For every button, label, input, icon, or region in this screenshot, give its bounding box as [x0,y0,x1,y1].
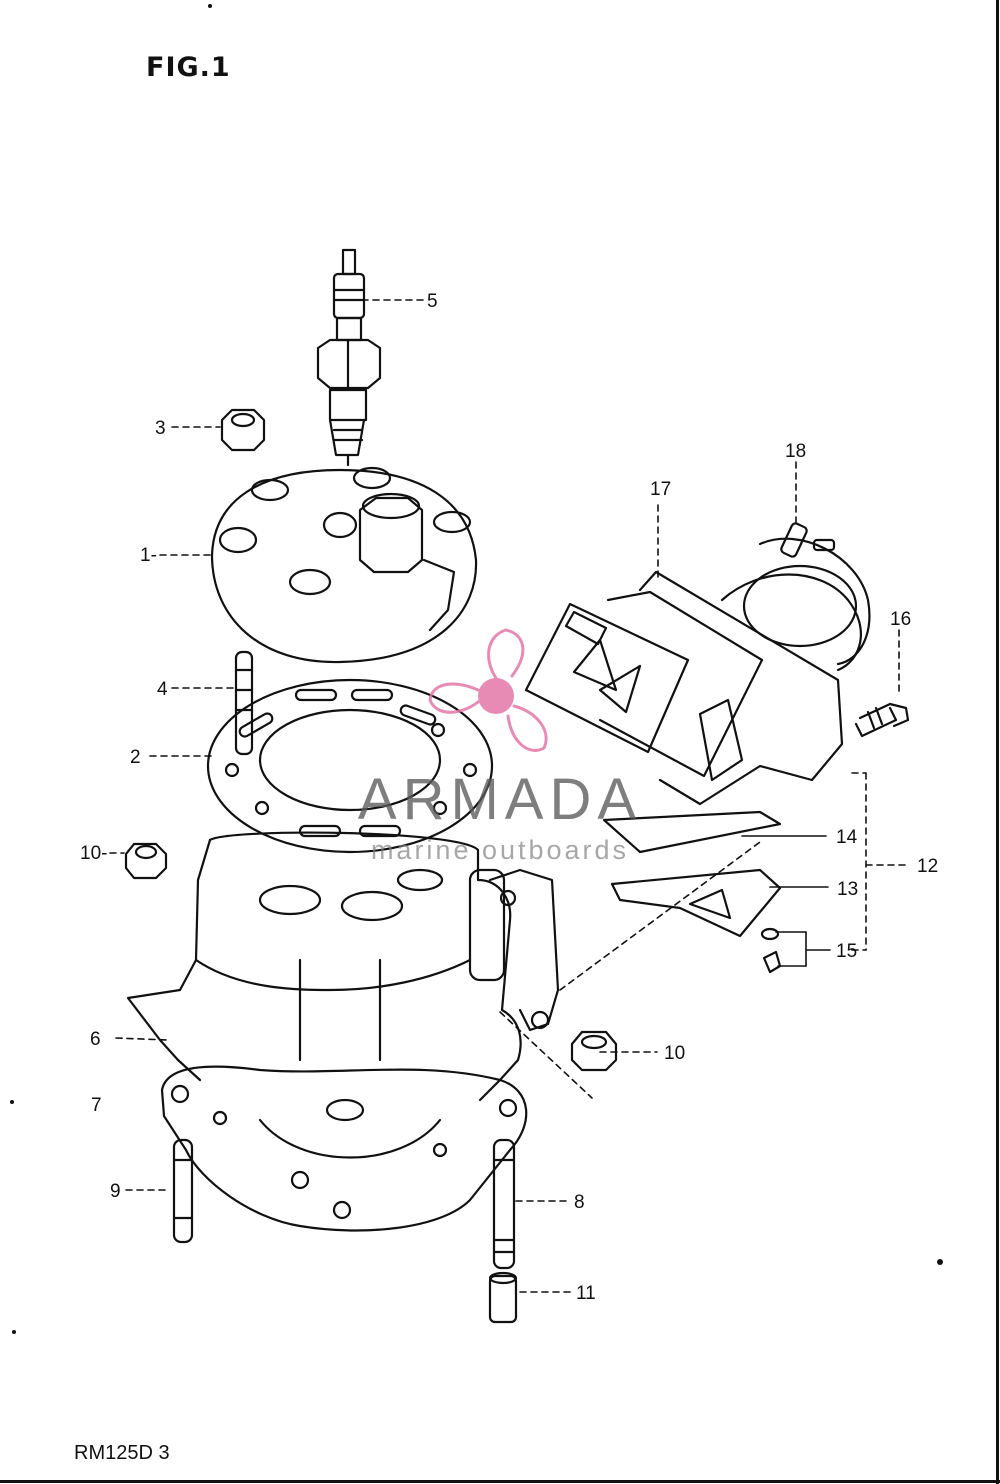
callout-7: 7 [91,1095,102,1116]
callout-1: 1- [140,545,157,566]
figure-title: FIG.1 [146,52,231,83]
callout-10-right: 10 [664,1043,686,1064]
reed-valve-assembly [524,570,844,938]
leader-lines [109,299,911,1293]
frame-border-bottom [0,1480,1000,1483]
callout-4: 4 [157,679,168,700]
callout-5: 5 [427,291,438,312]
screws-15 [760,927,782,974]
callout-9: 9 [110,1181,121,1202]
model-code: RM125D 3 [74,1442,170,1464]
stud-8 [492,1138,516,1270]
spark-plug [316,248,382,467]
nut-10-left [124,842,168,880]
dowel-11 [488,1271,518,1324]
callout-16: 16 [890,609,912,630]
callout-13: 13 [837,879,859,900]
cylinder-head [210,466,478,664]
callout-6: 6 [90,1029,101,1050]
callout-14: 14 [836,827,858,848]
cylinder-body [126,831,560,1122]
base-gasket [160,1065,528,1232]
head-gasket [206,678,494,854]
callout-8: 8 [574,1192,585,1213]
nut-3 [220,408,266,452]
callout-18: 18 [785,441,807,462]
propeller-icon [428,628,548,752]
frame-border-right [996,0,999,1484]
bolt-16 [854,702,910,738]
stray-marks [10,4,943,1334]
stud-4 [234,650,254,756]
watermark-tagline: marine outboards [370,835,630,865]
callout-3: 3 [155,418,166,439]
intake-boot [720,522,871,672]
callout-17: 17 [650,479,672,500]
callout-15: 15 [836,941,858,962]
callout-10-left: 10- [80,843,108,864]
callout-2: 2 [130,747,141,768]
callout-12: 12 [917,856,939,877]
callout-11: 11 [576,1283,596,1304]
solid-leaders [741,835,831,967]
watermark-brand: ARMADA [357,767,643,832]
nut-10-right [570,1030,618,1072]
stud-9 [172,1138,194,1244]
